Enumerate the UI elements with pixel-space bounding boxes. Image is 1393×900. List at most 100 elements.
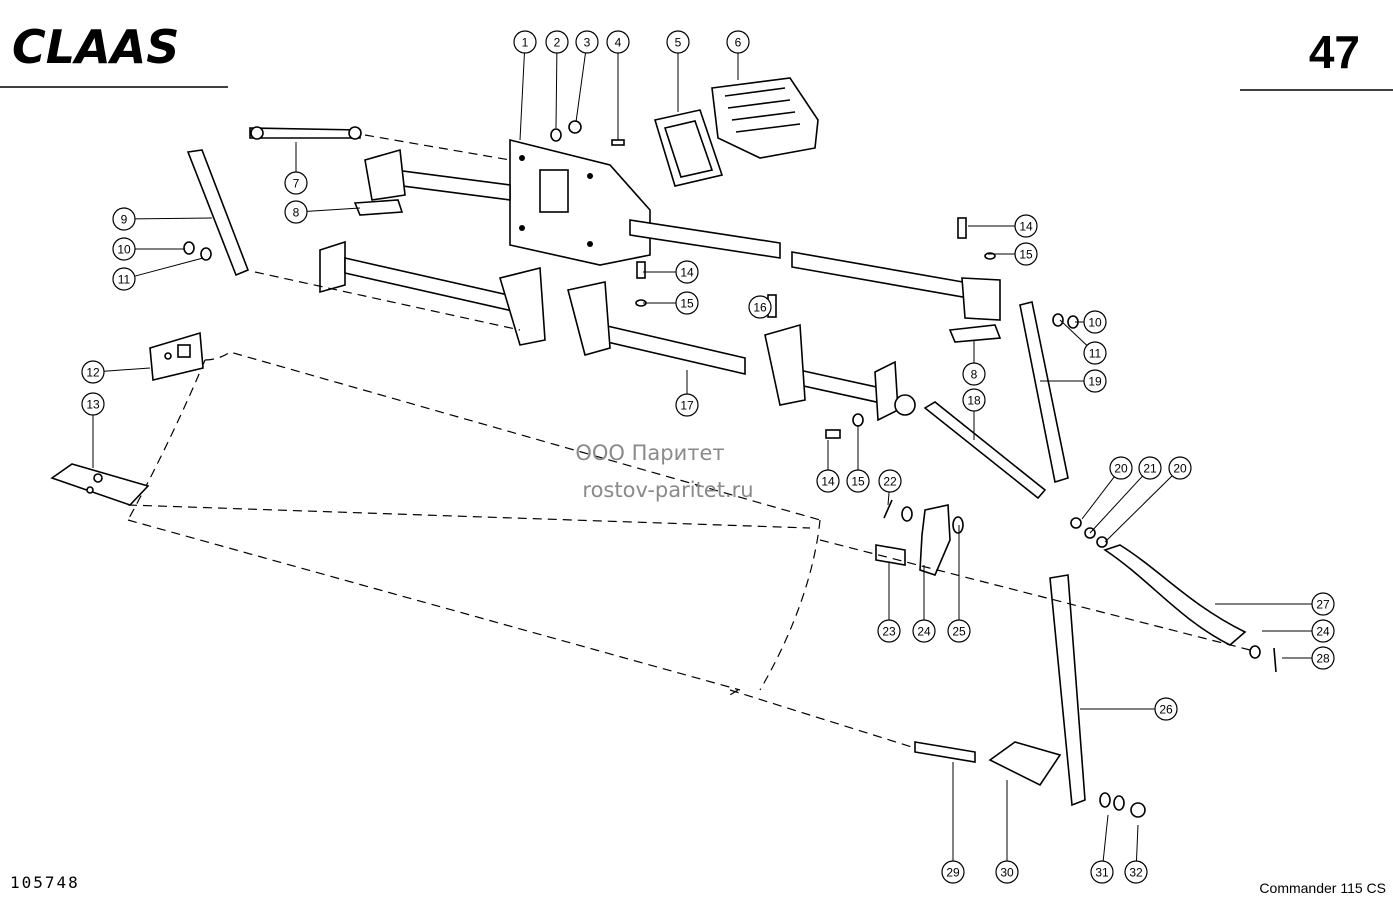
callout-14: 14 bbox=[816, 440, 840, 493]
callout-leader bbox=[555, 52, 558, 129]
callout-number: 32 bbox=[1129, 866, 1143, 880]
washer-10-right bbox=[1052, 313, 1064, 327]
callout-number: 10 bbox=[117, 243, 131, 257]
callout-circle bbox=[675, 291, 699, 315]
callout-circle bbox=[877, 619, 901, 643]
rubber-boot-6 bbox=[711, 77, 819, 159]
callout-circle bbox=[1168, 456, 1192, 480]
callout-leader bbox=[1059, 319, 1088, 346]
callout-circle bbox=[1311, 592, 1335, 616]
nut-32 bbox=[1130, 802, 1146, 818]
assembly-lines bbox=[254, 134, 1251, 749]
lever-19 bbox=[1019, 301, 1069, 484]
callout-number: 15 bbox=[1019, 248, 1033, 262]
callout-circle bbox=[962, 388, 986, 412]
callout-15: 15 bbox=[846, 425, 870, 493]
callout-11: 11 bbox=[1059, 319, 1107, 365]
callout-leader bbox=[103, 367, 151, 372]
callout-17: 17 bbox=[675, 370, 699, 417]
callout-circle bbox=[675, 260, 699, 284]
washer-2 bbox=[550, 128, 562, 142]
link-26 bbox=[1049, 574, 1086, 807]
callout-11: 11 bbox=[112, 257, 204, 291]
callout-number: 18 bbox=[967, 394, 981, 408]
callout-number: 28 bbox=[1316, 652, 1330, 666]
callout-21: 21 bbox=[1089, 456, 1162, 534]
bolt-14-right bbox=[957, 217, 967, 239]
callout-circle bbox=[726, 30, 750, 54]
cotter-pin-28 bbox=[1273, 647, 1277, 673]
plate-24 bbox=[919, 504, 951, 576]
callout-number: 13 bbox=[86, 398, 100, 412]
washer-15-lower bbox=[852, 413, 864, 427]
callout-14: 14 bbox=[968, 214, 1038, 238]
washer-31-a bbox=[1099, 792, 1111, 808]
mid-bracket-b bbox=[567, 281, 611, 356]
callout-number: 16 bbox=[753, 301, 767, 315]
lever-left bbox=[186, 149, 250, 277]
callout-circle bbox=[816, 469, 840, 493]
callout-leader bbox=[519, 52, 525, 141]
callout-number: 19 bbox=[1088, 375, 1102, 389]
watermark-website: rostov-paritet.ru bbox=[582, 478, 753, 502]
callout-circle bbox=[1138, 456, 1162, 480]
callout-number: 22 bbox=[883, 475, 897, 489]
callout-circle bbox=[1124, 860, 1148, 884]
callout-27: 27 bbox=[1215, 592, 1335, 616]
callout-circle bbox=[846, 469, 870, 493]
callout-number: 23 bbox=[882, 625, 896, 639]
callout-number: 2 bbox=[554, 36, 561, 50]
callout-number: 9 bbox=[121, 213, 128, 227]
callout-number: 14 bbox=[1019, 220, 1033, 234]
callout-2: 2 bbox=[545, 30, 569, 129]
callout-circle bbox=[1109, 456, 1133, 480]
callout-12: 12 bbox=[81, 360, 151, 384]
callout-8: 8 bbox=[284, 200, 361, 224]
auger-trough-outline bbox=[127, 351, 821, 696]
callout-circle bbox=[1014, 214, 1038, 238]
pin-22 bbox=[883, 499, 893, 519]
callout-leader bbox=[134, 217, 213, 220]
callout-number: 14 bbox=[680, 266, 694, 280]
callout-circle bbox=[995, 860, 1019, 884]
callout-16: 16 bbox=[748, 295, 772, 319]
callout-circle bbox=[545, 30, 569, 54]
document-number: 105748 bbox=[10, 873, 80, 892]
callout-circle bbox=[284, 200, 308, 224]
callout-circle bbox=[1311, 619, 1335, 643]
callout-15: 15 bbox=[643, 291, 699, 315]
plate-12 bbox=[149, 331, 204, 381]
callout-15: 15 bbox=[988, 242, 1038, 266]
callout-number: 7 bbox=[293, 177, 300, 191]
upper-shaft bbox=[364, 148, 1001, 321]
callout-3: 3 bbox=[575, 30, 599, 123]
callout-leader bbox=[1135, 824, 1139, 862]
callout-circle bbox=[947, 619, 971, 643]
threaded-rod-29 bbox=[914, 741, 976, 763]
callout-leader bbox=[1104, 475, 1173, 543]
pivot-plate bbox=[509, 138, 651, 266]
callout-circle bbox=[1083, 341, 1107, 365]
callout-circle bbox=[284, 171, 308, 195]
callout-number: 20 bbox=[1114, 462, 1128, 476]
washer-31-b bbox=[1113, 795, 1125, 811]
callout-number: 17 bbox=[680, 399, 694, 413]
callout-number: 3 bbox=[584, 36, 591, 50]
mid-bracket-a bbox=[498, 266, 546, 346]
callout-number: 11 bbox=[1089, 347, 1102, 361]
bolt-14-lower bbox=[825, 429, 841, 439]
callout-26: 26 bbox=[1080, 697, 1178, 721]
page-number: 47 bbox=[1309, 26, 1360, 78]
callout-number: 8 bbox=[971, 368, 978, 382]
callout-number: 1 bbox=[522, 36, 529, 50]
callout-leader bbox=[306, 207, 361, 212]
block-30 bbox=[988, 741, 1062, 787]
callout-circle bbox=[1083, 310, 1107, 334]
callout-circle bbox=[81, 392, 105, 416]
bracket-left bbox=[353, 199, 404, 216]
callout-number: 27 bbox=[1316, 598, 1330, 612]
callout-number: 8 bbox=[293, 206, 300, 220]
callout-number: 26 bbox=[1159, 703, 1173, 717]
callout-13: 13 bbox=[81, 392, 105, 468]
callout-4: 4 bbox=[606, 30, 630, 140]
